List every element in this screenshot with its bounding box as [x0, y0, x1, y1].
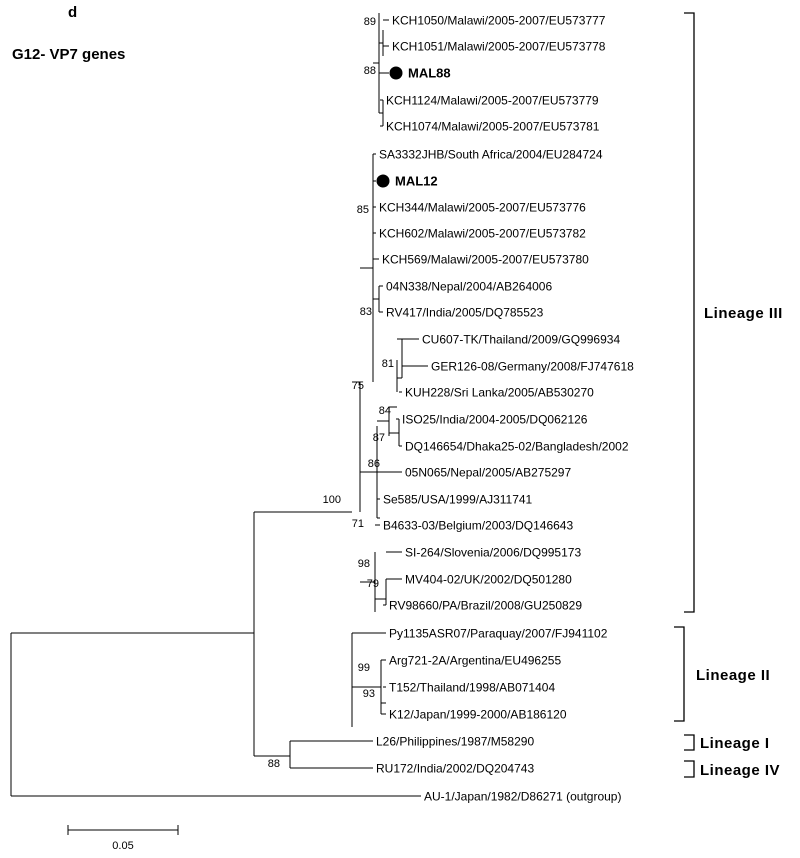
leaf-label: Se585/USA/1999/AJ311741: [383, 493, 533, 507]
lineage-bracket: [684, 734, 695, 751]
highlight-marker-icon: [376, 174, 390, 188]
figure-title: G12- VP7 genes: [12, 46, 126, 63]
leaf-label: MAL12: [395, 174, 438, 189]
leaf-label: MAL88: [408, 66, 451, 81]
bootstrap-value: 99: [358, 662, 370, 674]
leaf-label: DQ146654/Dhaka25-02/Bangladesh/2002: [405, 440, 629, 454]
leaf-label: K12/Japan/1999-2000/AB186120: [389, 708, 567, 722]
leaf-label: MV404-02/UK/2002/DQ501280: [405, 573, 572, 587]
leaf-label: CU607-TK/Thailand/2009/GQ996934: [422, 333, 620, 347]
leaf-label: SA3332JHB/South Africa/2004/EU284724: [379, 148, 603, 162]
lineage-label: Lineage IV: [700, 762, 780, 779]
leaf-label: RU172/India/2002/DQ204743: [376, 762, 534, 776]
lineage-label: Lineage I: [700, 735, 770, 752]
bootstrap-value: 88: [364, 65, 376, 77]
leaf-label: RV417/India/2005/DQ785523: [386, 306, 544, 320]
leaf-label: KCH1051/Malawi/2005-2007/EU573778: [392, 40, 606, 54]
lineage-bracket: [684, 12, 695, 613]
lineage-label: Lineage II: [696, 667, 770, 684]
highlight-marker-icon: [389, 66, 403, 80]
leaf-label: 04N338/Nepal/2004/AB264006: [386, 280, 552, 294]
leaf-label: KUH228/Sri Lanka/2005/AB530270: [405, 386, 594, 400]
scale-bar: 0.05: [67, 825, 179, 852]
lineage-bracket: [674, 626, 685, 722]
leaf-label: ISO25/India/2004-2005/DQ062126: [402, 413, 588, 427]
leaf-label: KCH344/Malawi/2005-2007/EU573776: [379, 201, 586, 215]
bootstrap-value: 84: [379, 405, 391, 417]
leaf-label: RV98660/PA/Brazil/2008/GU250829: [389, 599, 582, 613]
bootstrap-value: 85: [357, 204, 369, 216]
panel-label: d: [68, 4, 78, 21]
leaf-label: AU-1/Japan/1982/D86271 (outgroup): [424, 790, 621, 804]
bootstrap-value: 81: [382, 358, 394, 370]
lineage-bracket: [684, 760, 695, 778]
leaf-label: T152/Thailand/1998/AB071404: [389, 681, 555, 695]
bootstrap-value: 75: [352, 380, 364, 392]
leaf-label: Py1135ASR07/Paraquay/2007/FJ941102: [389, 627, 608, 641]
leaf-label: KCH602/Malawi/2005-2007/EU573782: [379, 227, 586, 241]
bootstrap-value: 93: [363, 688, 375, 700]
leaf-label: KCH1074/Malawi/2005-2007/EU573781: [386, 120, 600, 134]
leaf-label: GER126-08/Germany/2008/FJ747618: [431, 360, 634, 374]
leaf-label: KCH1050/Malawi/2005-2007/EU573777: [392, 14, 606, 28]
bootstrap-value: 71: [352, 518, 364, 530]
bootstrap-value: 98: [358, 558, 370, 570]
leaf-label: Arg721-2A/Argentina/EU496255: [389, 654, 561, 668]
leaf-label: B4633-03/Belgium/2003/DQ146643: [383, 519, 573, 533]
bootstrap-value: 79: [367, 578, 379, 590]
leaf-label: SI-264/Slovenia/2006/DQ995173: [405, 546, 581, 560]
bootstrap-value: 86: [368, 458, 380, 470]
lineage-label: Lineage III: [704, 305, 783, 322]
bootstrap-value: 100: [323, 494, 341, 506]
leaf-label: KCH569/Malawi/2005-2007/EU573780: [382, 253, 589, 267]
scale-bar-label: 0.05: [112, 840, 133, 852]
leaf-label: L26/Philippines/1987/M58290: [376, 735, 534, 749]
bootstrap-value: 88: [268, 758, 280, 770]
bootstrap-value: 87: [373, 432, 385, 444]
bootstrap-value: 83: [360, 306, 372, 318]
leaf-label: KCH1124/Malawi/2005-2007/EU573779: [386, 94, 599, 108]
leaf-label: 05N065/Nepal/2005/AB275297: [405, 466, 571, 480]
bootstrap-value: 89: [364, 16, 376, 28]
